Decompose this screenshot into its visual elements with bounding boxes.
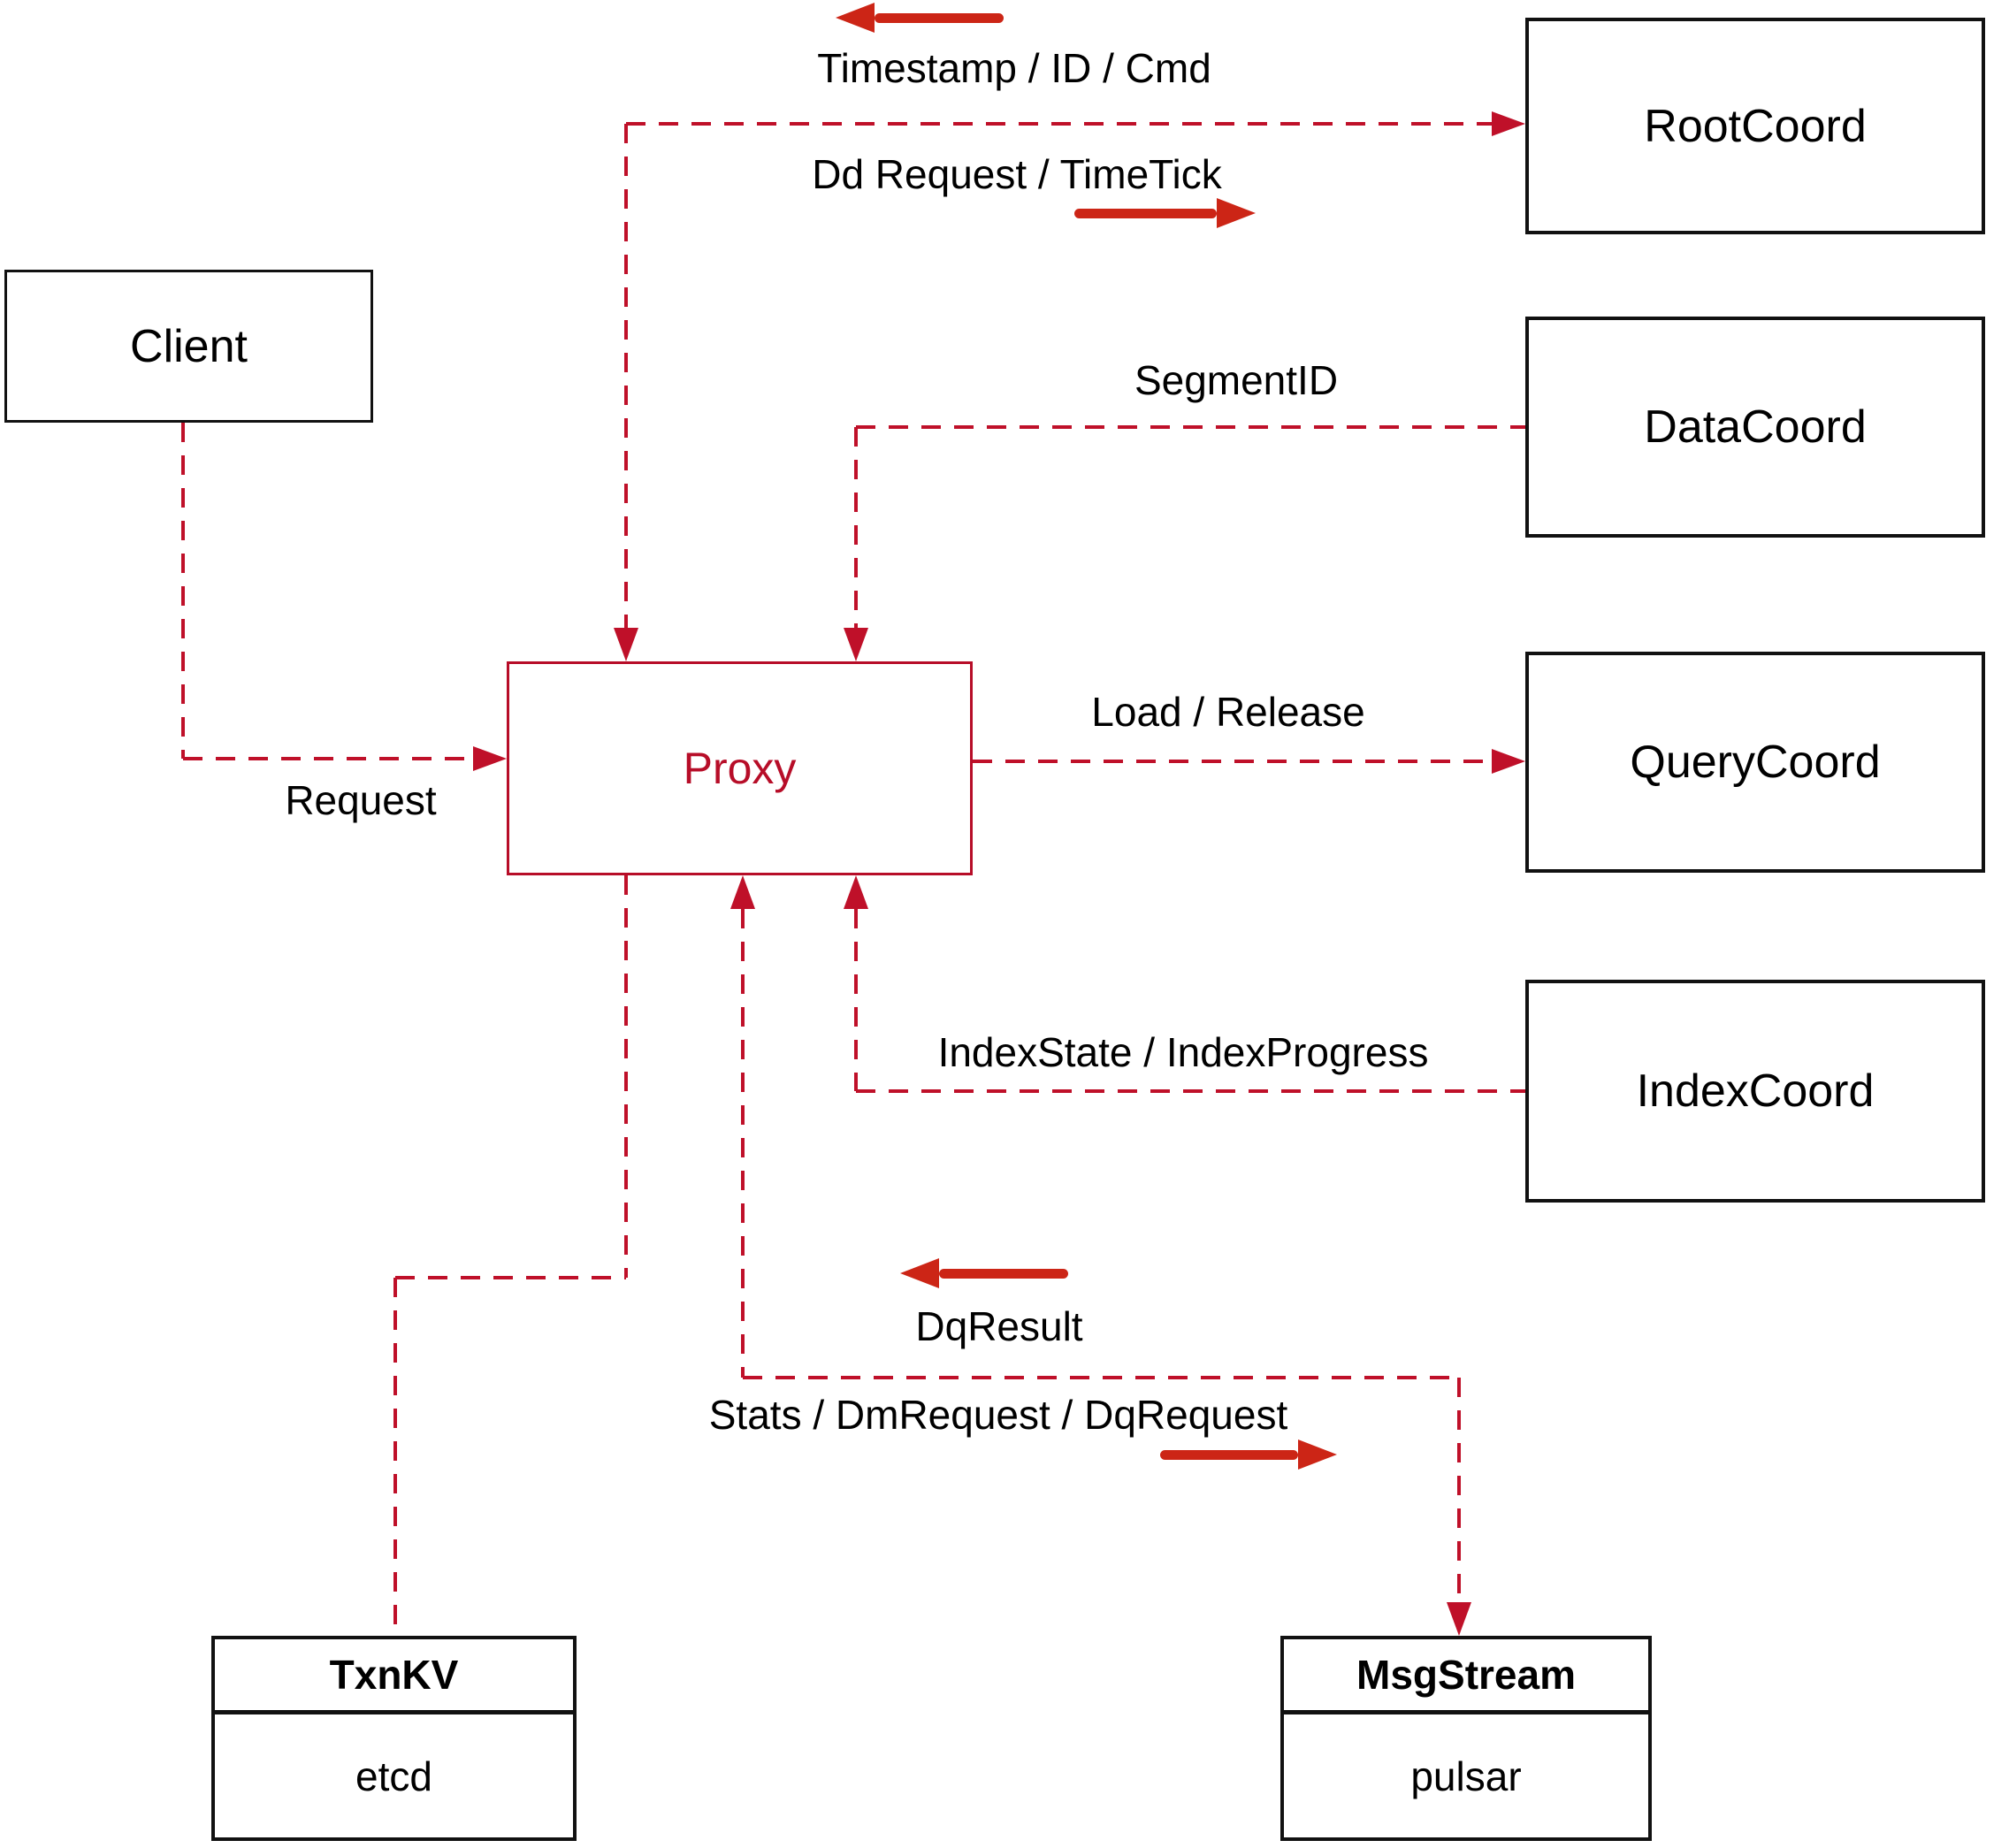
arrow-bar (1160, 1449, 1298, 1460)
direction-arrow-left-timestamp-icon (836, 2, 1004, 34)
edge-proxy-querycoord-horizontal (973, 760, 1492, 763)
datacoord-node: DataCoord (1525, 317, 1985, 538)
arrowhead-into-proxy-bottom-middle-icon (730, 875, 755, 909)
edge-datacoord-proxy-vertical (854, 427, 858, 628)
indexcoord-node: IndexCoord (1525, 980, 1985, 1203)
edge-label-timestamp-id-cmd: Timestamp / ID / Cmd (817, 45, 1211, 91)
arrow-left-head-icon (900, 1258, 939, 1288)
edge-proxy-rootcoord-horizontal (626, 122, 1492, 126)
direction-arrow-right-ddrequest-icon (1074, 197, 1256, 229)
edge-label-dq-result: DqResult (915, 1303, 1083, 1349)
edge-proxy-msgstream-vertical-2 (1457, 1378, 1461, 1602)
arrowhead-into-proxy-top-left-icon (614, 628, 638, 661)
proxy-label: Proxy (683, 744, 797, 793)
direction-arrow-left-dqresult-icon (900, 1257, 1068, 1289)
arrow-right-head-icon (1298, 1439, 1337, 1470)
txnkv-impl: etcd (355, 1753, 432, 1799)
querycoord-label: QueryCoord (1630, 737, 1881, 788)
edge-label-load-release: Load / Release (1091, 689, 1365, 735)
arrowhead-into-rootcoord-icon (1492, 111, 1525, 136)
edge-label-dd-request-timetick: Dd Request / TimeTick (812, 151, 1222, 197)
arrowhead-into-proxy-top-right-icon (844, 628, 868, 661)
edge-proxy-msgstream-vertical-1 (741, 909, 745, 1378)
edge-proxy-rootcoord-vertical (624, 124, 628, 630)
edge-proxy-txnkv-horizontal (395, 1276, 626, 1279)
arrowhead-into-proxy-left-icon (473, 746, 507, 771)
arrow-bar (875, 12, 1004, 23)
arrowhead-into-querycoord-icon (1492, 749, 1525, 774)
msgstream-impl: pulsar (1410, 1753, 1522, 1799)
arrow-bar (1074, 208, 1217, 218)
arrowhead-into-proxy-bottom-right-icon (844, 875, 868, 909)
edge-label-stats-dm-dq: Stats / DmRequest / DqRequest (708, 1392, 1288, 1438)
msgstream-node: MsgStream pulsar (1280, 1636, 1652, 1841)
txnkv-title: TxnKV (215, 1639, 573, 1714)
edge-label-request: Request (285, 777, 437, 823)
direction-arrow-right-stats-icon (1160, 1439, 1337, 1470)
msgstream-title: MsgStream (1284, 1639, 1648, 1714)
edge-datacoord-proxy-horizontal (856, 425, 1525, 429)
rootcoord-node: RootCoord (1525, 18, 1985, 234)
edge-indexcoord-proxy-horizontal (856, 1089, 1525, 1093)
indexcoord-label: IndexCoord (1636, 1065, 1875, 1117)
edge-label-segment-id: SegmentID (1134, 357, 1339, 403)
client-node: Client (4, 270, 373, 423)
edge-label-index-state-progress: IndexState / IndexProgress (937, 1029, 1429, 1075)
querycoord-node: QueryCoord (1525, 652, 1985, 873)
arrow-left-head-icon (836, 3, 875, 33)
arrow-right-head-icon (1217, 198, 1256, 228)
datacoord-label: DataCoord (1644, 401, 1867, 453)
edge-client-proxy-vertical (181, 423, 185, 759)
edge-proxy-txnkv-vertical-2 (393, 1278, 397, 1636)
client-label: Client (130, 320, 248, 372)
arrowhead-into-msgstream-icon (1447, 1602, 1471, 1636)
edge-indexcoord-proxy-vertical (854, 909, 858, 1091)
rootcoord-label: RootCoord (1644, 100, 1867, 152)
proxy-node: Proxy (507, 661, 973, 875)
edge-proxy-msgstream-horizontal (743, 1376, 1459, 1379)
edge-proxy-txnkv-vertical-1 (624, 875, 628, 1278)
edge-client-proxy-horizontal (183, 757, 473, 760)
txnkv-node: TxnKV etcd (211, 1636, 577, 1841)
arrow-bar (939, 1268, 1068, 1279)
